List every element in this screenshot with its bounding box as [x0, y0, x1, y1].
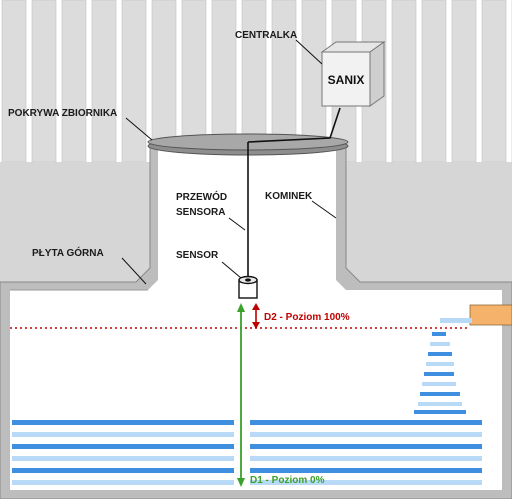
label-przewod-2: SENSORA — [176, 207, 225, 218]
water-stripe-left — [12, 468, 234, 473]
water-stripe-left — [12, 480, 234, 485]
inlet-pipe — [469, 304, 512, 326]
label-d1: D1 - Poziom 0% — [250, 475, 325, 486]
water-stripe-left — [12, 456, 234, 461]
water-stripe-right — [250, 468, 482, 473]
inflow-splash — [414, 332, 466, 414]
splash-stripe — [426, 362, 454, 366]
fence-picket — [31, 0, 57, 163]
leader-kominek — [311, 200, 337, 219]
inlet-pipe-lip — [440, 318, 472, 323]
fence-picket — [1, 0, 27, 163]
water-stripe-left — [12, 444, 234, 449]
water-stripe-right — [250, 480, 482, 485]
splash-stripe — [420, 392, 460, 396]
controller-box-icon: SANIX — [320, 41, 386, 107]
device-label: SANIX — [328, 73, 365, 87]
leader-przewod — [228, 217, 246, 231]
splash-stripe — [414, 410, 466, 414]
leader-sensor — [221, 261, 242, 279]
label-plyta: PŁYTA GÓRNA — [32, 246, 104, 259]
splash-stripe — [428, 352, 452, 356]
leader-pokrywa — [125, 117, 153, 141]
fence-picket — [61, 0, 87, 163]
water-stripe-left — [12, 420, 234, 425]
d1-arrow — [237, 303, 245, 487]
splash-stripe — [430, 342, 450, 346]
fence-picket — [91, 0, 117, 163]
splash-stripe — [432, 332, 446, 336]
water-stripe-right — [250, 432, 482, 437]
label-d2: D2 - Poziom 100% — [264, 312, 350, 323]
leader-plyta — [121, 257, 147, 285]
leader-centralka — [295, 39, 323, 65]
fence-picket — [481, 0, 507, 163]
fence-picket — [121, 0, 147, 163]
water-stripe-right — [250, 420, 482, 425]
fence-picket — [391, 0, 417, 163]
label-sensor: SENSOR — [176, 250, 219, 261]
splash-stripe — [422, 382, 456, 386]
label-pokrywa: POKRYWA ZBIORNIKA — [8, 108, 117, 119]
splash-stripe — [424, 372, 454, 376]
fence-picket — [151, 0, 177, 163]
water — [12, 420, 482, 485]
water-stripe-right — [250, 444, 482, 449]
splash-stripe — [418, 402, 462, 406]
ultrasonic-sensor-icon — [238, 275, 258, 299]
label-centralka: CENTRALKA — [235, 30, 297, 41]
d2-arrow — [252, 303, 260, 329]
water-stripe-left — [12, 432, 234, 437]
fence-picket — [421, 0, 447, 163]
label-przewod-1: PRZEWÓD — [176, 190, 227, 203]
fence-picket — [451, 0, 477, 163]
water-stripe-right — [250, 456, 482, 461]
controller-cable — [247, 107, 341, 143]
label-kominek: KOMINEK — [265, 191, 313, 202]
